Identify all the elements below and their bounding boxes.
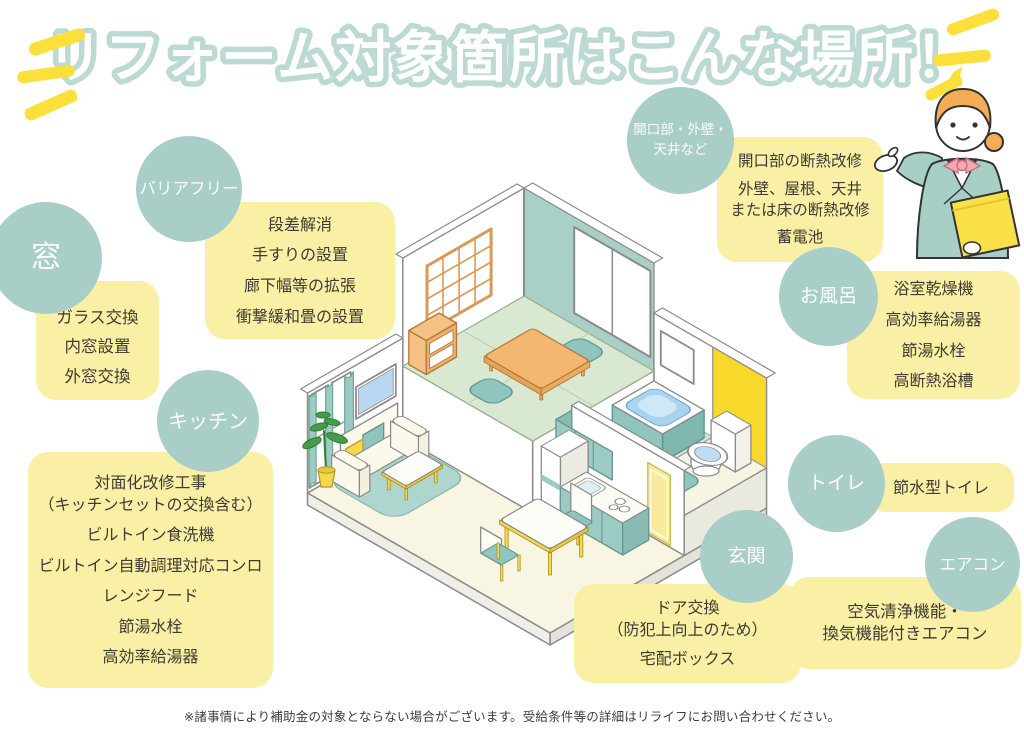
low-table — [483, 328, 591, 401]
box-item: 手すりの設置 — [251, 245, 348, 265]
footnote: ※諸事情により補助金の対象とならない場合がございます。受給条件等の詳細はリライフ… — [183, 709, 841, 724]
hair-bun — [984, 132, 1004, 152]
sparkle-icon — [933, 49, 991, 67]
box-item: 廊下幅等の拡張 — [243, 276, 356, 295]
sofa — [331, 402, 430, 498]
dining-set — [480, 482, 593, 582]
circle-barrier-free: バリアフリー — [136, 136, 242, 242]
box-item: 節湯水栓 — [118, 616, 183, 636]
entrance-door — [647, 461, 671, 547]
box-kitchen: 対面化改修工事 （キッチンセットの交換含む） ビルトイン食洗機 ビルトイン自動調… — [28, 452, 273, 688]
box-bath: 浴室乾燥機 高効率給湯器 節湯水栓 高断熱浴槽 — [847, 271, 1020, 399]
bath-back-wall — [653, 312, 768, 509]
kitchen-units — [540, 409, 650, 556]
box-item: 宅配ボックス — [639, 649, 736, 669]
tv — [355, 363, 397, 420]
box-item: 浴室乾燥機 — [893, 279, 974, 299]
box-item: 開口部の断熱改修 — [737, 151, 862, 170]
box-item: 高断熱浴槽 — [893, 371, 974, 391]
circle-bath: お風呂 — [779, 247, 878, 346]
advisor-illustration — [873, 67, 1021, 259]
tatami-left-wall — [402, 187, 525, 439]
toilet — [649, 410, 752, 494]
box-entrance: ドア交換 （防犯上向上のため） 宅配ボックス — [574, 584, 801, 683]
box-item: ガラス交換 — [56, 308, 139, 328]
box-item: 衝撃緩和畳の設置 — [235, 306, 364, 326]
circle-toilet: トイレ — [788, 435, 885, 532]
box-item: 外壁、屋根、天井 または床の断熱改修 — [730, 179, 870, 219]
sparkle-icon — [17, 64, 75, 84]
tatami-back-wall — [523, 187, 655, 444]
box-item: 空気清浄機能・ 換気機能付きエアコン — [822, 601, 988, 643]
curtains — [308, 370, 354, 489]
box-item: ビルトイン食洗機 — [86, 525, 215, 545]
circle-kitchen: キッチン — [157, 370, 259, 472]
potted-plant — [302, 411, 348, 488]
box-item: 外窓交換 — [64, 366, 131, 386]
sparkle-icon — [925, 75, 963, 101]
advisor-hair — [934, 87, 992, 129]
box-item: 節湯水栓 — [901, 340, 966, 360]
advisor-face — [935, 96, 991, 152]
box-item: 段差解消 — [267, 214, 332, 234]
sparkle-strokes — [17, 8, 1000, 121]
box-item: 節水型トイレ — [892, 477, 989, 497]
box-item: レンジフード — [102, 586, 199, 606]
advisor-jacket — [915, 157, 1010, 259]
box-opening: 開口部の断熱改修 外壁、屋根、天井 または床の断熱改修 蓄電池 — [717, 137, 883, 262]
coffee-table — [381, 451, 444, 501]
box-item: ドア交換 （防犯上向上のため） — [607, 598, 768, 639]
advisor-bow — [942, 156, 982, 175]
circle-aircon: エアコン — [925, 517, 1020, 612]
box-item: 対面化改修工事 （キッチンセットの交換含む） — [38, 472, 263, 514]
box-toilet: 節水型トイレ — [868, 463, 1014, 512]
box-item: 高効率給湯器 — [885, 309, 982, 329]
circle-entrance: 玄関 — [700, 510, 793, 603]
circle-opening: 開口部・外壁・ 天井など — [627, 87, 734, 194]
sparkle-icon — [28, 28, 86, 56]
box-barrier-free: 段差解消 手すりの設置 廊下幅等の拡張 衝撃緩和畳の設置 — [205, 202, 395, 339]
box-item: 蓄電池 — [776, 228, 824, 247]
circle-window: 窓 — [0, 202, 102, 314]
box-item: ビルトイン自動調理対応コンロ — [38, 555, 263, 575]
interior-wall — [570, 400, 692, 557]
sparkle-icon — [24, 89, 78, 121]
living-room — [302, 402, 462, 517]
tatami-chest — [408, 312, 458, 376]
shoji-grid — [426, 237, 492, 324]
box-window: ガラス交換 内窓設置 外窓交換 — [36, 281, 159, 400]
tatami-room — [401, 295, 655, 514]
hair-tuft — [949, 67, 963, 88]
box-item: 高効率給湯器 — [102, 647, 199, 667]
sparkle-icon — [946, 8, 1000, 36]
advisor-folder — [949, 189, 1021, 259]
living-left-wall — [306, 337, 404, 494]
bathtub — [611, 380, 706, 463]
page-title: リフォーム対象箇所はこんな場所！ — [47, 26, 973, 91]
box-item: 内窓設置 — [64, 337, 131, 357]
